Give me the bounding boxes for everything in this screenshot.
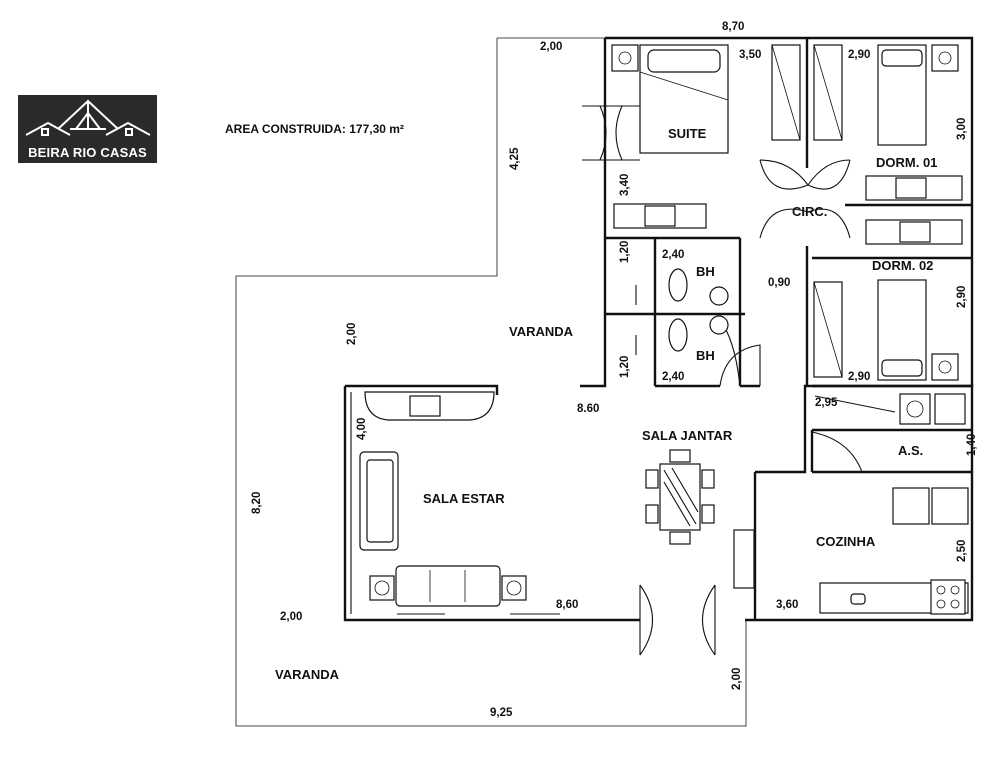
interior-walls: [605, 38, 972, 474]
living-sofas: [359, 451, 527, 607]
dim-left-820: 8,20: [251, 492, 263, 514]
dim-as-w: 2,95: [815, 397, 838, 409]
desks: [613, 175, 963, 245]
dim-dorm2-h: 2,90: [956, 286, 968, 308]
room-label-suite: SUITE: [668, 126, 707, 141]
nightstands: [611, 44, 959, 381]
dim-varanda-h-top: 4,25: [509, 147, 521, 170]
room-label-sala-jantar: SALA JANTAR: [642, 428, 733, 443]
exterior-walls: [343, 36, 974, 622]
room-label-cozinha: COZINHA: [816, 534, 876, 549]
bathroom-fixtures: [635, 268, 729, 355]
room-label-circ: CIRC.: [792, 204, 827, 219]
room-label-varanda-top: VARANDA: [509, 324, 574, 339]
dim-varanda-w-top: 2,00: [540, 41, 562, 53]
room-label-bh1: BH: [696, 264, 715, 279]
dim-bh2-w: 2,40: [662, 371, 684, 383]
dim-as-h: 1,40: [966, 434, 978, 456]
area-label: AREA CONSTRUIDA: 177,30 m²: [225, 122, 404, 136]
dim-top-total: 8,70: [722, 21, 744, 33]
dim-bottom-total: 9,25: [490, 707, 513, 719]
room-label-as: A.S.: [898, 443, 923, 458]
house-roof-icon: [25, 99, 151, 136]
dim-varanda-bottom-h: 2,00: [731, 668, 743, 690]
kitchen-fixtures: [733, 487, 969, 615]
dining-table: [645, 449, 715, 545]
dim-bottom-860: 8,60: [556, 599, 578, 611]
dim-sala-estar-h: 4,00: [356, 418, 368, 440]
brand-logo: BEIRA RIO CASAS: [18, 95, 157, 163]
room-label-varanda-bottom: VARANDA: [275, 667, 340, 682]
dim-bh1-h: 1,20: [619, 241, 631, 263]
laundry-fixtures: [814, 393, 966, 425]
dim-suite-h: 3,40: [619, 174, 631, 196]
brand-name: BEIRA RIO CASAS: [28, 145, 147, 160]
room-label-sala-estar: SALA ESTAR: [423, 491, 505, 506]
dim-cozinha-w: 3,60: [776, 599, 798, 611]
dim-dorm1-h: 3,00: [956, 118, 968, 140]
dim-cozinha-h: 2,50: [956, 540, 968, 562]
dim-suite-w: 3,50: [739, 49, 761, 61]
wardrobes: [771, 44, 843, 378]
dim-dorm1-w: 2,90: [848, 49, 870, 61]
living-desk: [364, 391, 495, 421]
dim-circ-w: 0,90: [768, 277, 790, 289]
dim-bh2-h: 1,20: [619, 356, 631, 378]
room-label-dorm1: DORM. 01: [876, 155, 937, 170]
dim-varanda-left-w: 2,00: [280, 611, 302, 623]
beds: [639, 44, 927, 381]
room-label-bh2: BH: [696, 348, 715, 363]
dim-varanda-mid-h: 2,00: [346, 323, 358, 345]
room-label-dorm2: DORM. 02: [872, 258, 933, 273]
dim-mid-860: 8.60: [577, 403, 599, 415]
dim-bh1-w: 2,40: [662, 249, 684, 261]
varanda-outline: [235, 37, 747, 727]
dim-dorm2-w: 2,90: [848, 371, 870, 383]
